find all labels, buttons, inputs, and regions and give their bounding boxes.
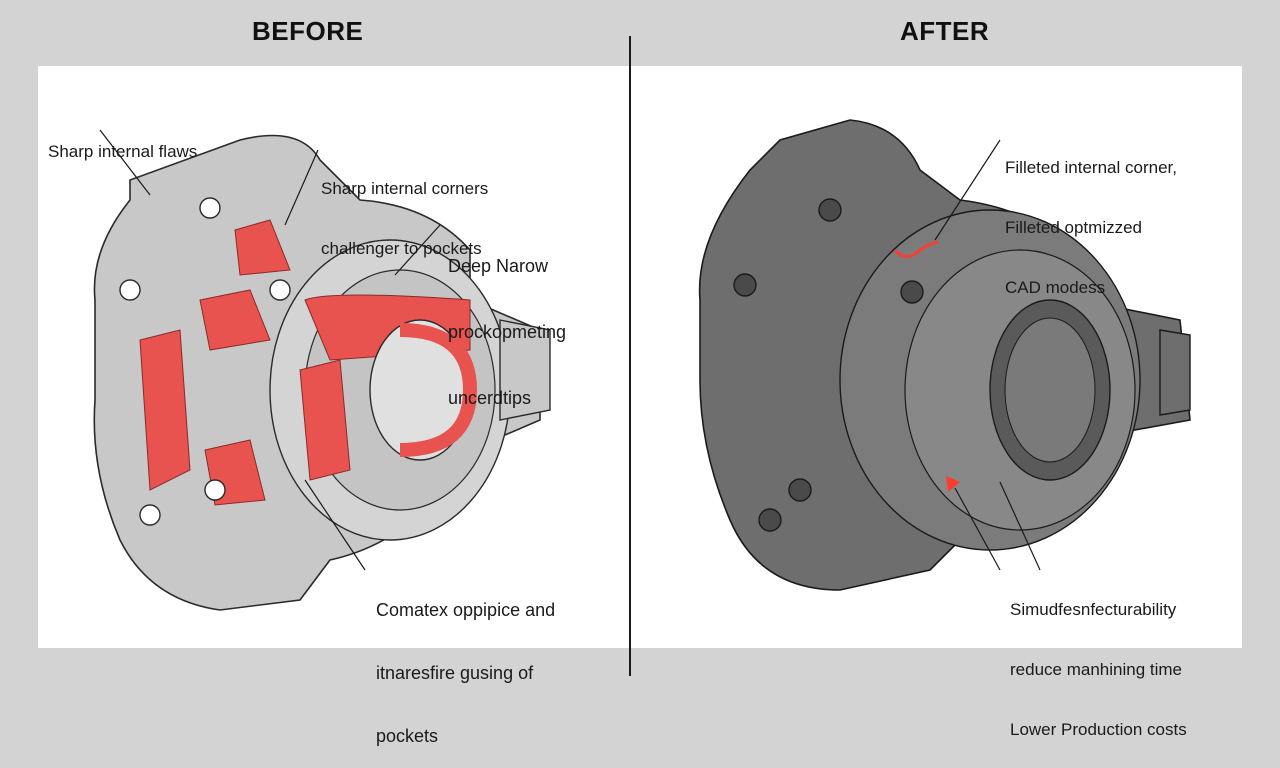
before-callout-sharp-internal-corners: Sharp internal corners challenger to poc… — [321, 139, 488, 279]
after-callout-filleted-corner: Filleted internal corner, Filleted optmi… — [1005, 118, 1177, 318]
callout-line: Deep Narow — [448, 256, 549, 276]
before-after-divider — [629, 36, 631, 676]
callout-line: Lower Production costs — [1010, 720, 1187, 739]
before-callout-deep-narrow: Deep Narow prockopmeting uncerdtips — [448, 211, 566, 431]
callout-line: itnaresfire gusing of — [376, 663, 534, 683]
callout-line: challenger to pockets — [321, 239, 482, 258]
callout-line: Simudfesnfecturability — [1010, 600, 1177, 619]
callout-line: CAD modess — [1005, 278, 1106, 297]
callout-line: Filleted internal corner, — [1005, 158, 1177, 177]
callout-line: Filleted optmizzed — [1005, 218, 1143, 237]
callout-line: Sharp internal corners — [321, 179, 489, 198]
before-title: BEFORE — [252, 16, 364, 46]
before-callout-complex-pockets: Comatex oppipice and itnaresfire gusing … — [376, 558, 555, 768]
before-callout-sharp-internal-flaws: Sharp internal flaws — [48, 102, 197, 182]
callout-line: uncerdtips — [448, 388, 532, 408]
after-part-illustration — [698, 119, 1191, 591]
after-callout-manufacturability: Simudfesnfecturability reduce manhining … — [1010, 560, 1187, 760]
after-title: AFTER — [900, 16, 990, 46]
callout-line: pockets — [376, 726, 439, 746]
callout-line: reduce manhining time — [1010, 660, 1182, 679]
callout-line: Sharp internal flaws — [48, 142, 198, 161]
callout-line: prockopmeting — [448, 322, 567, 342]
before-part-illustration — [93, 129, 551, 611]
callout-line: Comatex oppipice and — [376, 600, 556, 620]
